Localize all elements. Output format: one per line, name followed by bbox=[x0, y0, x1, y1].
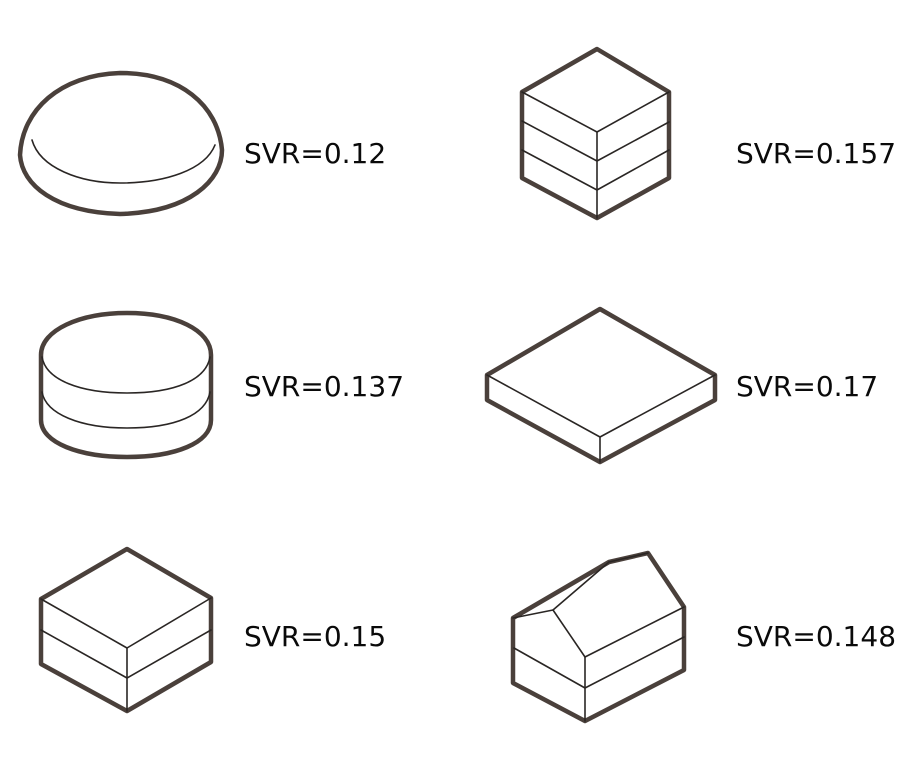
svr-label-cylinder: SVR=0.137 bbox=[244, 370, 405, 403]
svr-label-gabled-house: SVR=0.148 bbox=[736, 620, 897, 653]
svr-label-flat-slab: SVR=0.17 bbox=[736, 370, 879, 403]
svr-label-dome: SVR=0.12 bbox=[244, 137, 387, 170]
svr-label-cube-three-storey: SVR=0.157 bbox=[736, 137, 897, 170]
svr-label-cube-two-storey: SVR=0.15 bbox=[244, 620, 387, 653]
